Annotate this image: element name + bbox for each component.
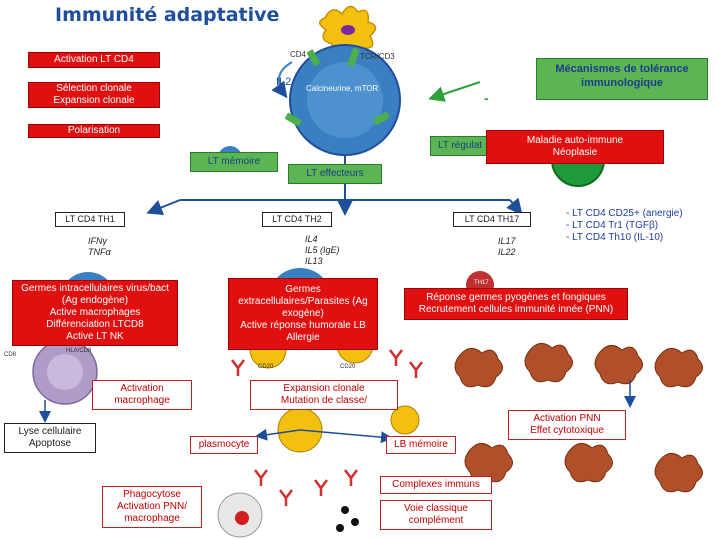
selection-line-1: Sélection clonale — [56, 83, 132, 94]
voie-classique-line-2: complément — [408, 515, 464, 526]
th1-cytokine-2: TNFα — [88, 247, 111, 257]
neutrophil-icons — [454, 343, 703, 493]
cd20-label-b: CD20 — [340, 364, 356, 370]
th1-cytokine-1: IFNγ — [88, 236, 107, 246]
th2-box: LT CD4 TH2 — [262, 212, 332, 227]
page-title: Immunité adaptative — [55, 4, 280, 26]
phagocytose-line-1: Phagocytose — [123, 489, 181, 500]
activation-macrophage-box: Activation macrophage — [92, 380, 192, 410]
th2-function-1: Germes — [285, 284, 321, 295]
expansion-line-1: Expansion clonale — [283, 383, 365, 394]
activation-cd4-box: Activation LT CD4 — [28, 52, 160, 68]
activation-pnn-line-2: Effet cytotoxique — [530, 425, 604, 436]
th17-box: LT CD4 TH17 — [453, 212, 531, 227]
th1-function-box: Germes intracellulaires virus/bact (Ag e… — [12, 280, 178, 346]
tolerance-box: Mécanismes de tolérance immunologique — [536, 58, 708, 100]
phagocytose-line-2: Activation PNN/ — [116, 501, 188, 512]
th17-function-2: Recrutement cellules immunité innée (PNN… — [418, 304, 614, 315]
tolerance-line-1: Mécanismes de tolérance — [555, 63, 689, 75]
phagocytose-box: Phagocytose Activation PNN/ macrophage — [102, 486, 202, 528]
expansion-line-2: Mutation de classe/ — [280, 395, 368, 406]
antibody-icons — [231, 349, 423, 506]
th1-cytokines: IFNγ TNFα — [88, 236, 111, 258]
th17-function-1: Réponse germes pyogènes et fongiques — [426, 292, 606, 303]
phagocytose-line-3: macrophage — [124, 513, 180, 524]
th17-cytokines: IL17 IL22 — [498, 236, 516, 258]
th17-cytokine-2: IL22 — [498, 247, 516, 257]
lt-effecteurs-box: LT effecteurs — [288, 164, 382, 184]
auto-immune-line-2: Néoplasie — [552, 147, 598, 158]
calcineurine-label: Calcineurine, mTOR — [306, 84, 379, 93]
t-cell-icon — [284, 44, 401, 156]
th2-cytokine-2: IL5 (IgE) — [305, 245, 340, 255]
th1-function-4: Différenciation LTCD8 — [46, 319, 144, 330]
plasmocyte-box: plasmocyte — [190, 436, 258, 454]
th2-cytokine-1: IL4 — [305, 234, 318, 244]
mhc-label: HLA/CD8 — [66, 348, 92, 354]
lyse-line-2: Apoptose — [28, 438, 72, 449]
tolerance-line-2: immunologique — [581, 77, 663, 89]
activation-pnn-line-1: Activation PNN — [533, 413, 601, 424]
th1-function-5: Active LT NK — [66, 331, 124, 342]
il2-label: IL2 — [276, 76, 292, 88]
th1-function-3: Active macrophages — [49, 307, 141, 318]
selection-line-2: Expansion clonale — [53, 95, 135, 106]
auto-immune-line-1: Maladie auto-immune — [526, 135, 624, 146]
th1-function-1: Germes intracellulaires virus/bact — [21, 283, 169, 294]
lyse-box: Lyse cellulaire Apoptose — [4, 423, 96, 453]
th2-function-box: Germes extracellulaires/Parasites (Ag ex… — [228, 278, 378, 350]
th17-cell-label: TH17 — [474, 280, 489, 286]
activation-macrophage-line-1: Activation — [120, 383, 164, 394]
activation-macrophage-line-2: macrophage — [114, 395, 170, 406]
voie-classique-line-1: Voie classique — [404, 503, 468, 514]
selection-clonale-box: Sélection clonale Expansion clonale — [28, 82, 160, 108]
th2-cytokines: IL4 IL5 (IgE) IL13 — [305, 234, 340, 267]
dendritic-cell-icon — [319, 5, 377, 56]
lb-memoire-box: LB mémoire — [386, 436, 456, 454]
auto-immune-box: Maladie auto-immune Néoplasie — [486, 130, 664, 164]
lt-memoire-box: LT mémoire — [190, 152, 278, 172]
th2-function-2: extracellulaires/Parasites (Ag — [238, 296, 368, 307]
cd8-cell-icon — [32, 339, 98, 405]
lyse-line-1: Lyse cellulaire — [18, 426, 82, 437]
treg-list: - LT CD4 CD25+ (anergie) - LT CD4 Tr1 (T… — [566, 208, 683, 244]
expansion-box: Expansion clonale Mutation de classe/ — [250, 380, 398, 410]
cd4-label: CD4 — [290, 50, 307, 59]
complexes-box: Complexes immuns — [380, 476, 492, 494]
th2-function-4: Active réponse humorale LB — [240, 320, 366, 331]
th1-box: LT CD4 TH1 — [55, 212, 125, 227]
activation-pnn-box: Activation PNN Effet cytotoxique — [508, 410, 626, 440]
th17-cytokine-1: IL17 — [498, 236, 516, 246]
treg-item-2: - LT CD4 Tr1 (TGFβ) — [566, 220, 659, 231]
voie-classique-box: Voie classique complément — [380, 500, 492, 530]
polarisation-box: Polarisation — [28, 124, 160, 138]
th1-function-2: (Ag endogène) — [61, 295, 129, 306]
th2-cytokine-3: IL13 — [305, 256, 323, 266]
cd8-label: CD8 — [4, 352, 17, 358]
tcr-label: TCR/CD3 — [360, 52, 395, 61]
treg-item-3: - LT CD4 Th10 (IL-10) — [566, 232, 664, 243]
th2-function-5: Allergie — [286, 332, 320, 343]
lt-regulateurs-box: LT régulat — [430, 136, 490, 156]
th17-function-box: Réponse germes pyogènes et fongiques Rec… — [404, 288, 628, 320]
cd20-label-a: CD20 — [258, 364, 274, 370]
minus-sign: - — [484, 90, 489, 106]
th2-function-3: exogène) — [282, 308, 324, 319]
treg-item-1: - LT CD4 CD25+ (anergie) — [566, 208, 683, 219]
